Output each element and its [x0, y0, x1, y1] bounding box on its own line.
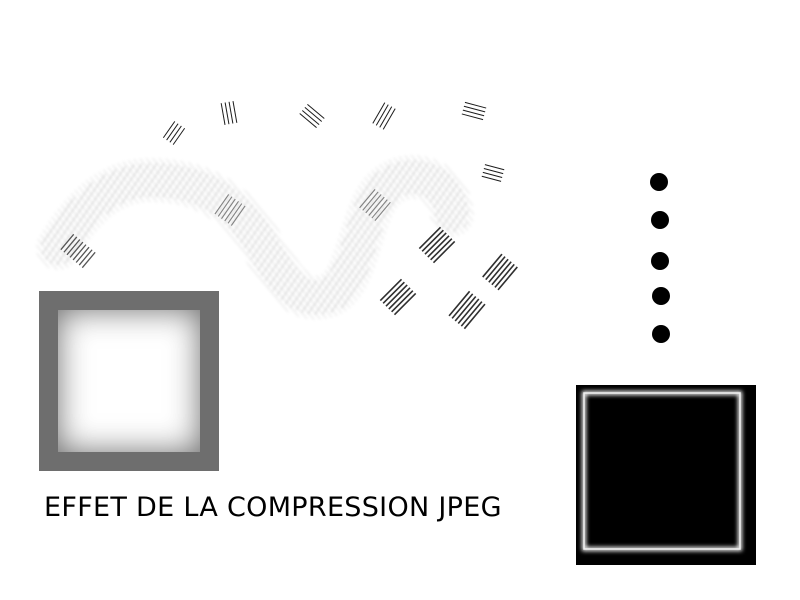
- hatch-block: [482, 253, 518, 291]
- brush-stroke-hatch: [41, 160, 469, 315]
- hatch-block: [448, 290, 486, 330]
- dot-column: [650, 173, 670, 343]
- dot: [652, 325, 670, 343]
- black-square: [576, 385, 756, 565]
- hatch-block: [418, 226, 456, 264]
- brush-stroke-dark-start: [60, 233, 96, 269]
- blurred-square: [39, 291, 219, 471]
- brush-stroke-dark-mid: [214, 194, 246, 226]
- hatch-block: [379, 278, 417, 316]
- hatch-mark: [461, 101, 487, 121]
- hatch-mark: [299, 103, 325, 129]
- caption-text: EFFET DE LA COMPRESSION JPEG: [44, 492, 502, 523]
- hatch-mark: [162, 121, 186, 145]
- dot: [651, 211, 669, 229]
- hatch-mark: [372, 102, 396, 130]
- dot: [650, 173, 668, 191]
- brush-stroke-dark-upper: [359, 189, 391, 221]
- dot: [651, 252, 669, 270]
- dark-hatch-blocks: [379, 226, 518, 330]
- small-hatch-marks: [162, 101, 505, 182]
- brush-stroke: [36, 155, 474, 320]
- dot: [652, 287, 670, 305]
- hatch-mark: [220, 101, 238, 125]
- hatch-mark: [481, 164, 505, 182]
